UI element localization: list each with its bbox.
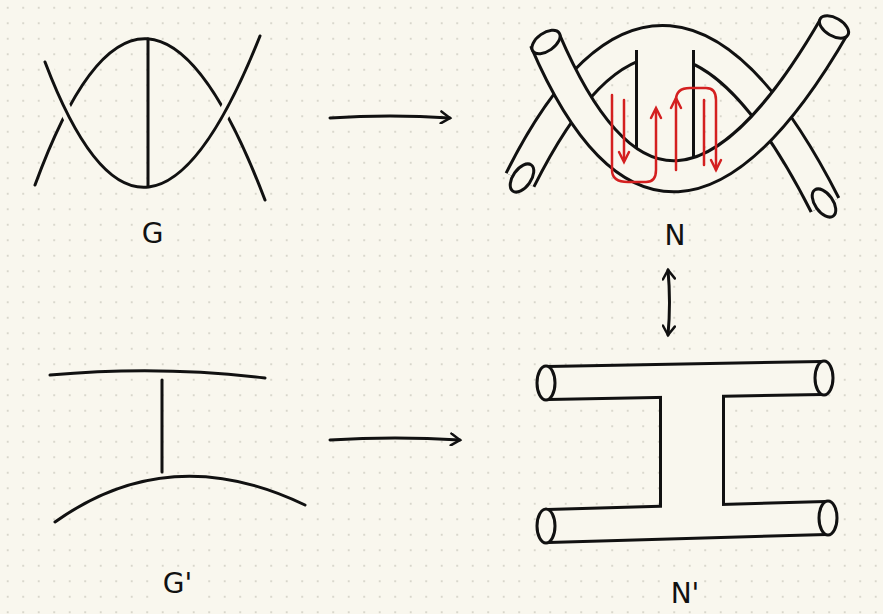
figure-label-wrap: N [500, 220, 850, 252]
graph-figure: G [25, 12, 280, 250]
figure-label: N' [668, 577, 703, 610]
figure-label-wrap: G' [40, 568, 315, 600]
ribbon-surface-n-prime [537, 361, 837, 543]
graph-g [35, 36, 265, 200]
surface-figure: N' [520, 350, 850, 610]
map-arrow [330, 116, 450, 118]
graph-figure: G' [40, 355, 315, 600]
figure-label: G' [160, 567, 195, 600]
map-arrow [668, 270, 670, 335]
ribbon-surface-n [505, 11, 852, 221]
figure-label-wrap: N' [520, 578, 850, 610]
figure-label: N [662, 219, 689, 252]
surface-figure: N [500, 6, 850, 252]
map-arrow [330, 438, 460, 440]
graph-g-prime [50, 371, 305, 522]
figure-label-wrap: G [25, 218, 280, 250]
figure-label: G [139, 217, 167, 250]
